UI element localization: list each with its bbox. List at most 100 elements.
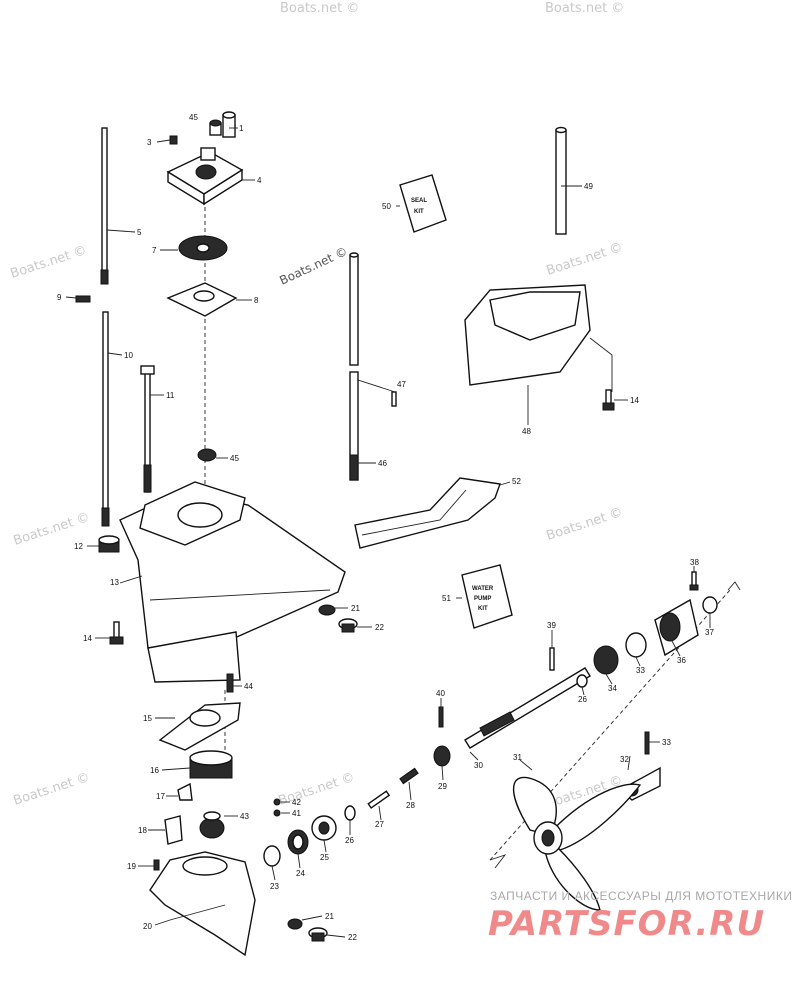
callout: 26 (578, 695, 587, 704)
callout: 28 (406, 801, 415, 810)
part-33-pin (644, 731, 650, 755)
callout: 47 (397, 380, 406, 389)
callout: 51 (442, 594, 451, 603)
part-45-grommet (209, 119, 222, 136)
callout: 34 (608, 684, 617, 693)
callout: 4 (257, 176, 262, 185)
callout: 25 (320, 853, 329, 862)
watermark: Boats.net © (9, 243, 89, 282)
callout: 21 (351, 604, 360, 613)
callout: 23 (270, 882, 279, 891)
part-25-gear (311, 815, 337, 841)
part-15-gasket (158, 702, 241, 751)
callout: 11 (166, 391, 175, 400)
footer-tagline: ЗАПЧАСТИ И АКСЕССУАРЫ ДЛЯ МОТОТЕХНИКИ (490, 889, 792, 903)
part-24-ring (287, 829, 309, 855)
callout: 41 (292, 809, 301, 818)
part-38-screw (689, 571, 699, 591)
callout: 24 (296, 869, 305, 878)
callout: 8 (254, 296, 259, 305)
part-26-ring-right (576, 674, 588, 688)
callout: 13 (110, 578, 119, 587)
part-45-grommet-lower (197, 448, 217, 462)
callout: 16 (150, 766, 159, 775)
watermark: Boats.net © (12, 770, 92, 809)
callout: 52 (512, 477, 521, 486)
callout: 37 (705, 628, 714, 637)
callout: 50 (382, 202, 391, 211)
callout: 39 (547, 621, 556, 630)
callout: 20 (143, 922, 152, 931)
part-14-bolt-right (602, 389, 615, 411)
part-26-ring (344, 805, 356, 821)
watermarks: Boats.net © Boats.net © Boats.net © Boat… (9, 1, 625, 812)
callout-labels: 1 3 45 4 5 7 8 9 10 11 45 12 13 14 15 16… (57, 113, 714, 942)
part-3-screw (169, 135, 178, 145)
callout: 1 (239, 124, 244, 133)
pump-kit-line2: PUMP (474, 596, 491, 602)
part-34-gear (593, 645, 619, 675)
part-12-collar (98, 535, 120, 553)
part-14-bolt (109, 621, 124, 645)
callout: 49 (584, 182, 593, 191)
part-11-stud (140, 365, 155, 493)
gearcase-housing (119, 481, 346, 683)
callout: 36 (677, 656, 686, 665)
callout: 15 (143, 714, 152, 723)
callout: 18 (138, 826, 147, 835)
part-42-pin (273, 798, 281, 806)
part-47-pin (391, 391, 397, 407)
callout: 42 (292, 798, 301, 807)
part-22-plug (338, 618, 358, 633)
callout: 48 (522, 427, 531, 436)
footer-branding: ЗАПЧАСТИ И АКСЕССУАРЫ ДЛЯ МОТОТЕХНИКИ PA… (488, 889, 792, 944)
callout: 44 (244, 682, 253, 691)
part-41-pin (273, 809, 281, 817)
part-30-propshaft (464, 667, 591, 749)
callout: 22 (348, 933, 357, 942)
seal-kit-line1: SEAL (411, 198, 427, 204)
brand-logo: PARTSFOR.RU (488, 904, 765, 944)
callout: 32 (620, 755, 629, 764)
part-21-washer-lower (287, 918, 303, 930)
callout: 7 (152, 246, 157, 255)
callout: 9 (57, 293, 62, 302)
pump-kit-line1: WATER (472, 586, 494, 592)
part-22-plug-lower (308, 927, 328, 942)
part-31-propeller (513, 776, 642, 911)
callout: 12 (74, 542, 83, 551)
callout: 14 (83, 634, 92, 643)
part-23-washer (263, 845, 281, 867)
part-27-pin (367, 790, 391, 809)
watermark: Boats.net © (277, 244, 349, 288)
watermark: Boats.net © (280, 1, 359, 16)
part-35-oring (625, 632, 647, 658)
part-20-lower-gearcase (149, 851, 256, 957)
callout: 31 (513, 753, 522, 762)
callout: 27 (375, 820, 384, 829)
callout: 33 (662, 738, 671, 747)
part-18-bracket (164, 815, 183, 845)
part-49-tube (555, 126, 567, 235)
callout: 19 (127, 862, 136, 871)
part-driveshaft-upper (349, 252, 359, 366)
part-8-plate (166, 282, 238, 317)
part-1-tube (222, 111, 236, 138)
part-37-seal (702, 596, 718, 614)
watermark: Boats.net © (545, 240, 625, 279)
callout: 30 (474, 761, 483, 770)
callout: 46 (378, 459, 387, 468)
part-17-clip (177, 782, 193, 801)
part-44-stud (226, 673, 234, 693)
callout: 14 (630, 396, 639, 405)
callout: 10 (124, 351, 133, 360)
leader-lines (65, 127, 741, 938)
callout: 43 (240, 812, 249, 821)
part-9-screw (75, 295, 91, 303)
callout: 21 (325, 912, 334, 921)
watermark: Boats.net © (545, 505, 625, 544)
seal-kit-line2: KIT (414, 209, 424, 215)
part-50-seal-kit: SEAL KIT (399, 174, 447, 233)
callout: 33 (636, 666, 645, 675)
